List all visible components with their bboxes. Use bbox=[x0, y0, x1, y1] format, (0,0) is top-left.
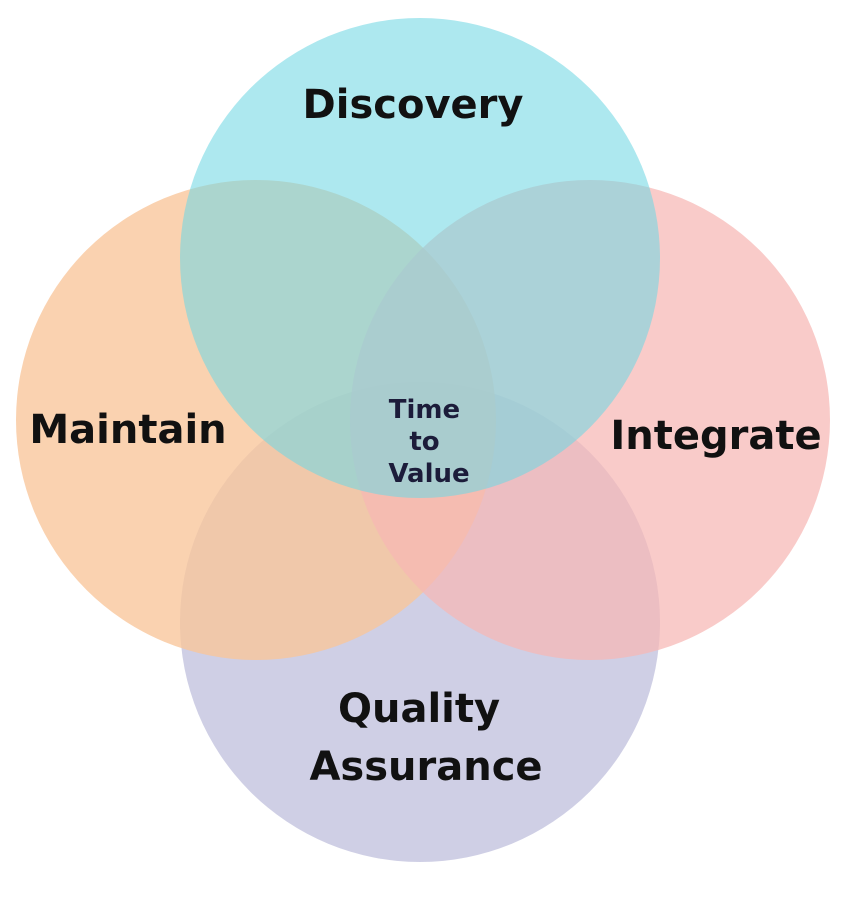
center-label-line-1: Time bbox=[389, 395, 460, 425]
center-label-line-2: to bbox=[409, 427, 439, 457]
label-quality-line-2: Assurance bbox=[309, 744, 542, 790]
label-maintain: Maintain bbox=[29, 407, 226, 453]
label-quality-line-1: Quality bbox=[338, 686, 500, 732]
label-discovery: Discovery bbox=[303, 82, 524, 128]
center-label-line-3: Value bbox=[388, 459, 469, 489]
label-integrate: Integrate bbox=[610, 413, 821, 459]
